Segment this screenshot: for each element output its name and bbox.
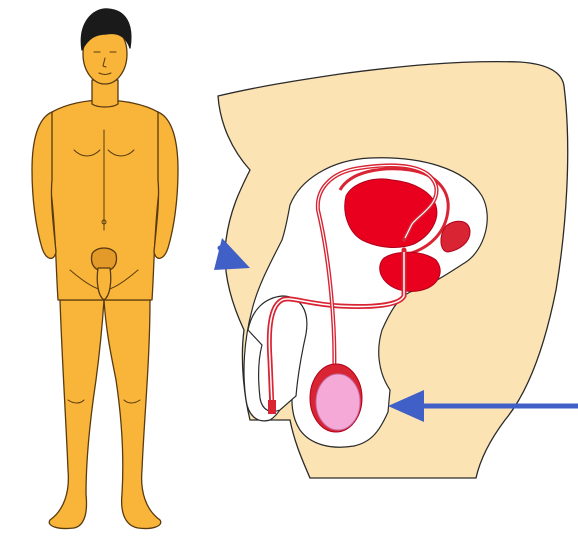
left-leg bbox=[49, 300, 104, 529]
sagittal-section-diagram bbox=[218, 62, 568, 478]
urethral-opening bbox=[268, 400, 276, 414]
standing-male-figure bbox=[32, 9, 178, 529]
right-leg bbox=[104, 300, 161, 529]
testis bbox=[316, 374, 360, 430]
